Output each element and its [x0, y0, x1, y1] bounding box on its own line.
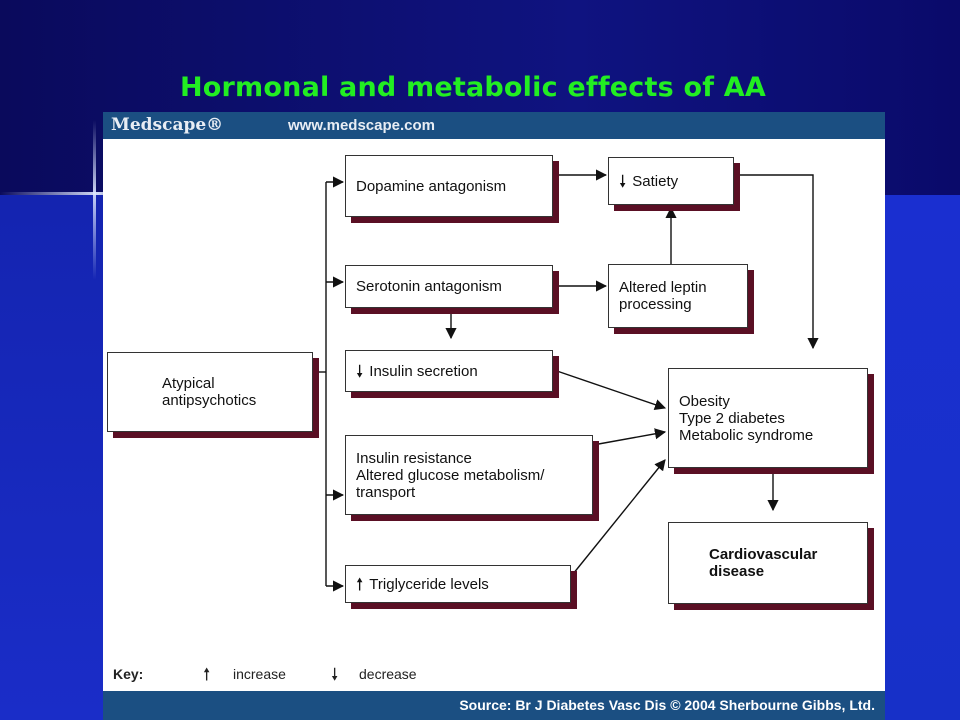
box-serotonin-label: Serotonin antagonism — [356, 278, 502, 295]
box-atypical-label: Atypical antipsychotics — [162, 375, 257, 409]
box-triglyceride-label: Triglyceride levels — [369, 575, 489, 593]
box-dopamine-antagonism: Dopamine antagonism — [345, 155, 553, 217]
source-citation: Source: Br J Diabetes Vasc Dis © 2004 Sh… — [459, 697, 875, 713]
increase-arrow-icon: 🠕 — [356, 574, 364, 594]
arrow-resistance-outcomes — [592, 428, 667, 446]
box-dopamine-label: Dopamine antagonism — [356, 177, 507, 195]
medscape-url: www.medscape.com — [288, 117, 435, 134]
medscape-logo: Medscape® — [111, 115, 224, 135]
sparkle-decoration — [0, 192, 140, 195]
slide-title: Hormonal and metabolic effects of AA — [180, 72, 766, 103]
box-insulin-resistance-label: Insulin resistance Altered glucose metab… — [356, 449, 545, 501]
box-insulin-secretion: 🠗 Insulin secretion — [345, 350, 553, 392]
decrease-arrow-icon: 🠗 — [619, 171, 627, 191]
connector-lines — [314, 169, 819, 592]
sparkle-decoration-vertical — [93, 120, 96, 280]
box-insulin-secretion-label: Insulin secretion — [369, 362, 478, 380]
box-serotonin-antagonism: Serotonin antagonism — [345, 265, 553, 308]
decrease-arrow-icon: 🠗 — [331, 665, 339, 684]
panel-footer: Source: Br J Diabetes Vasc Dis © 2004 Sh… — [103, 691, 885, 720]
box-triglyceride-levels: 🠕 Triglyceride levels — [345, 565, 571, 603]
box-leptin-label: Altered leptin processing — [619, 279, 707, 313]
key-label: Key: — [113, 666, 144, 682]
slide-left-band — [0, 195, 103, 720]
box-outcomes: Obesity Type 2 diabetes Metabolic syndro… — [668, 368, 868, 468]
box-altered-leptin: Altered leptin processing — [608, 264, 748, 328]
key-increase: increase — [233, 666, 286, 682]
box-cardio-label: Cardiovascular disease — [709, 546, 818, 580]
box-cardiovascular-disease: Cardiovascular disease — [668, 522, 868, 604]
arrow-triglyceride-outcomes — [572, 459, 666, 575]
diagram-panel: Medscape® www.medscape.com — [103, 112, 885, 720]
slide-right-band — [885, 195, 960, 720]
increase-arrow-icon: 🠕 — [203, 665, 211, 684]
key-decrease: decrease — [359, 666, 417, 682]
decrease-arrow-icon: 🠗 — [356, 361, 364, 381]
arrow-insulin-outcomes — [553, 369, 667, 411]
box-satiety-label: Satiety — [632, 172, 679, 190]
panel-header: Medscape® www.medscape.com — [103, 112, 885, 139]
box-insulin-resistance: Insulin resistance Altered glucose metab… — [345, 435, 593, 515]
box-atypical-antipsychotics: Atypical antipsychotics — [107, 352, 313, 432]
box-outcomes-label: Obesity Type 2 diabetes Metabolic syndro… — [679, 392, 814, 444]
box-satiety: 🠗 Satiety — [608, 157, 734, 205]
arrow-satiety-outcomes — [735, 174, 819, 350]
